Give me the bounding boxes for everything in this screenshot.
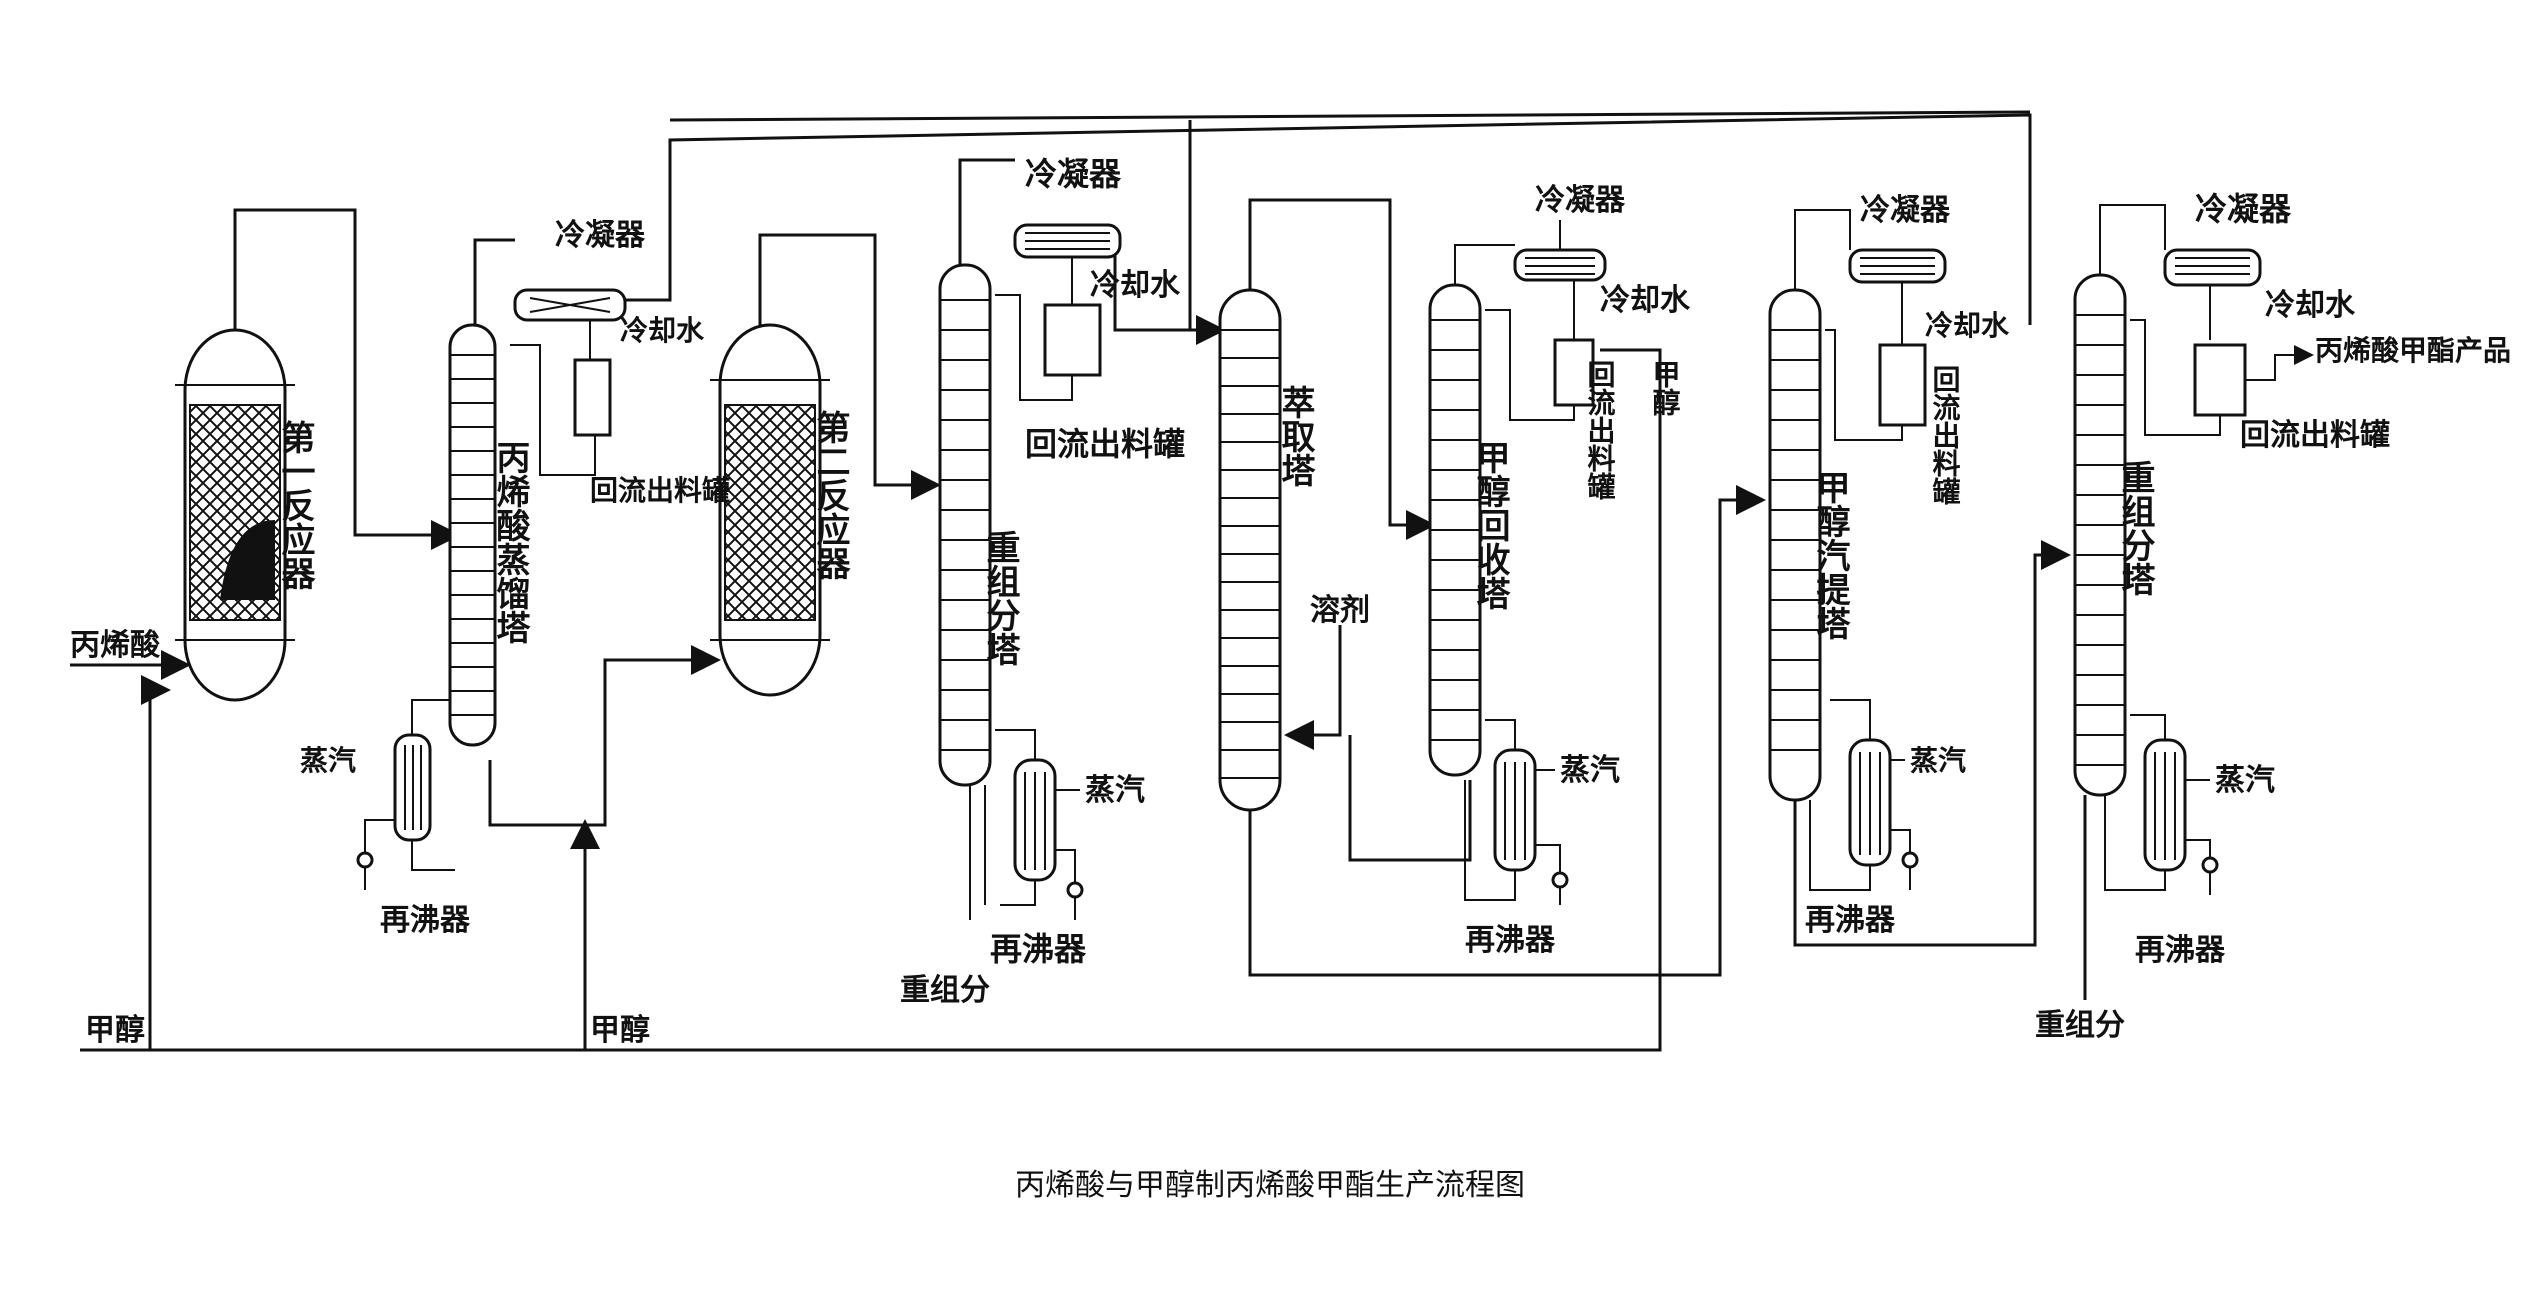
diagram-caption: 丙烯酸与甲醇制丙烯酸甲酯生产流程图 [1015, 1168, 1525, 1203]
reflux-drum-1[interactable] [573, 358, 612, 437]
reflux-drum-5[interactable] [2193, 343, 2247, 417]
methanol-feed-1-pipe [141, 675, 171, 1050]
reboiler-4[interactable] [1809, 699, 1919, 891]
r2-overhead-pipe [758, 233, 941, 500]
reflux-drum-label-2: 回流出料罐 [1025, 425, 1185, 463]
heavy-ends-column-1[interactable] [938, 263, 992, 787]
hc1-to-extractor [1113, 230, 1226, 345]
distill-col-label: 丙烯酸蒸馏塔 [490, 440, 530, 644]
reflux-drum-label-5: 回流出料罐 [2240, 418, 2390, 453]
heavy-ends-label-2: 重组分 [2035, 1008, 2125, 1043]
condenser-5[interactable] [2099, 204, 2262, 340]
top-header-pipe [669, 110, 2031, 122]
r1-overhead-pipe [233, 208, 461, 550]
dc-overhead-pipe [473, 238, 515, 325]
heavy-col-1-label: 重组分塔 [980, 530, 1020, 666]
reactor-2-label: 第二反应器 [810, 410, 850, 580]
extraction-column[interactable] [1218, 288, 1282, 812]
methanol-out-pipe [1600, 348, 1662, 1000]
methanol-label-2: 甲醇 [590, 1013, 650, 1048]
reboiler-1[interactable] [356, 699, 455, 890]
steam-label-1: 蒸汽 [300, 744, 356, 777]
drum3-pipes [1485, 280, 1575, 421]
acrylic-distillation-column[interactable] [448, 323, 497, 747]
steam-label-2: 蒸汽 [1085, 773, 1145, 808]
reboiler-label-5: 再沸器 [2135, 933, 2226, 968]
condenser-3[interactable] [1454, 220, 1607, 285]
mr-bottoms-pipe [1348, 735, 1472, 862]
heavy-col-2-label: 重组分塔 [2115, 460, 2155, 596]
methanol-recovery-label: 甲醇回收塔 [1470, 440, 1510, 610]
condenser-4[interactable] [1794, 209, 1947, 290]
reboiler-2[interactable] [969, 729, 1084, 920]
steam-label-5: 蒸汽 [2215, 763, 2275, 798]
cooling-water-label-1: 冷却水 [620, 314, 705, 347]
drum1-pipes [510, 320, 596, 476]
solvent-label: 溶剂 [1310, 593, 1370, 628]
reboiler-3[interactable] [1464, 719, 1569, 905]
dc-bottoms-pipe [488, 645, 721, 827]
methanol-out-label: 甲醇 [1649, 360, 1682, 416]
methanol-header-pipe [80, 1000, 1662, 1052]
reflux-drum-label-4: 回流出料罐 [1929, 365, 1962, 505]
condenser-label-2: 冷凝器 [1025, 155, 1122, 193]
reflux-drum-4[interactable] [1878, 343, 1927, 427]
condenser-label-1: 冷凝器 [555, 218, 646, 253]
reactor-1[interactable] [175, 328, 295, 702]
condenser-1[interactable] [513, 288, 627, 322]
reflux-drum-2[interactable] [1043, 303, 1102, 377]
condenser-label-3: 冷凝器 [1535, 183, 1626, 218]
reboiler-5[interactable] [2104, 714, 2219, 895]
cooling-water-label-4: 冷却水 [1925, 309, 2010, 342]
reflux-drum-label-1: 回流出料罐 [590, 474, 730, 507]
drum4-pipes [1825, 282, 1903, 441]
condenser-label-4: 冷凝器 [1860, 193, 1951, 228]
cooling-water-label-5: 冷却水 [2265, 288, 2356, 323]
ext-bottoms-pipe [1248, 485, 1766, 977]
reboiler-label-1: 再沸器 [380, 903, 471, 938]
ext-overhead-pipe [1248, 198, 1436, 540]
reboiler-label-2: 再沸器 [990, 930, 1087, 968]
cooling-water-label-2: 冷却水 [1090, 268, 1181, 303]
drum2-pipes [995, 257, 1073, 401]
solvent-feed-pipe [1284, 625, 1342, 750]
reactor-2[interactable] [710, 323, 830, 697]
drum5-pipes [2130, 319, 2221, 436]
dc-vapor-to-condenser [620, 113, 2032, 325]
methanol-label-1: 甲醇 [85, 1013, 145, 1048]
condenser-label-5: 冷凝器 [2195, 190, 2292, 228]
reboiler-label-3: 再沸器 [1465, 923, 1556, 958]
steam-label-3: 蒸汽 [1560, 753, 1620, 788]
cooling-water-label-3: 冷却水 [1600, 283, 1691, 318]
ms-bottoms-pipe [1793, 540, 2071, 947]
heavy-ends-label-1: 重组分 [900, 973, 990, 1008]
product-pipe [2245, 345, 2314, 381]
acrylic-acid-label: 丙烯酸 [70, 628, 161, 663]
extract-col-label: 萃取塔 [1275, 385, 1315, 487]
condenser-2[interactable] [1013, 223, 1122, 259]
reflux-drum-label-3: 回流出料罐 [1584, 360, 1617, 500]
product-label: 丙烯酸甲酯产品 [2315, 334, 2511, 367]
reboiler-label-4: 再沸器 [1805, 903, 1896, 938]
reactor-1-label: 第一反应器 [275, 420, 315, 590]
steam-label-4: 蒸汽 [1910, 744, 1966, 777]
methanol-stripper-label: 甲醇汽提塔 [1810, 470, 1850, 640]
hc1-overhead-pipe [958, 158, 1015, 265]
